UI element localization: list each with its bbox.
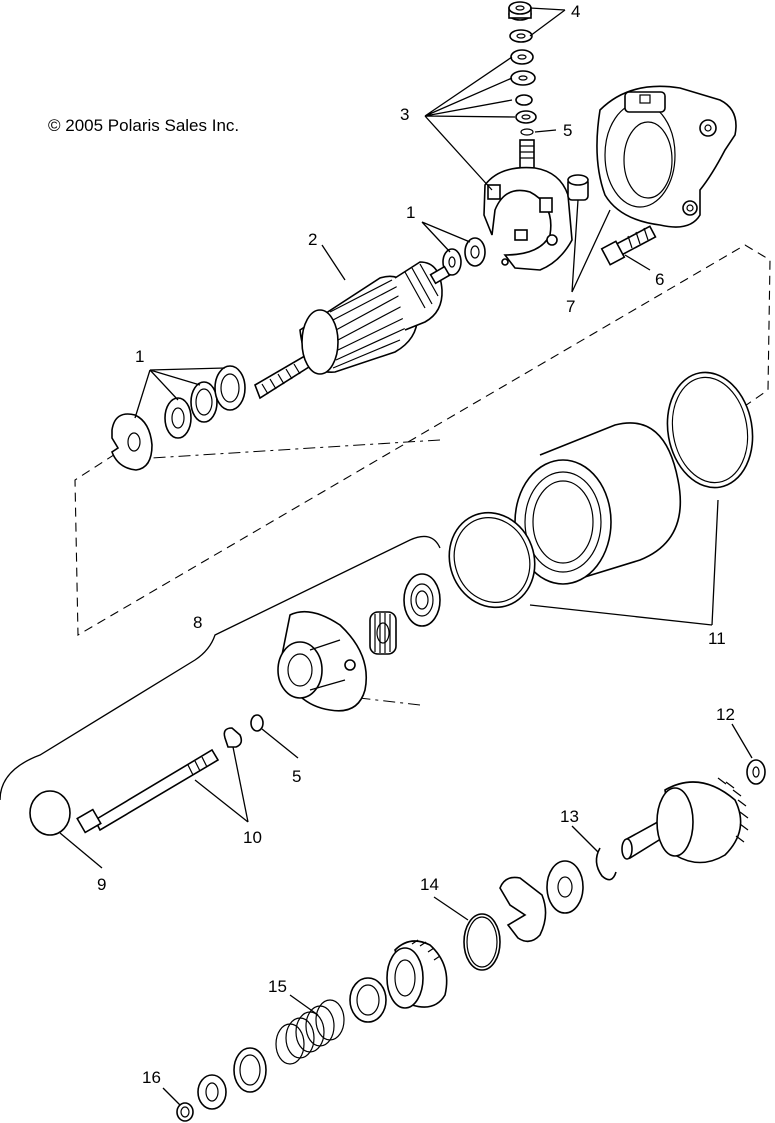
bearing [403, 573, 441, 627]
callout-5-mid: 5 [292, 767, 301, 786]
callout-7: 7 [566, 297, 575, 316]
small-snap-ring [176, 1102, 194, 1122]
callout-10: 10 [243, 828, 262, 847]
callout-14: 14 [420, 875, 439, 894]
bushing [567, 174, 589, 201]
callout-11: 11 [708, 629, 726, 648]
terminal-stud [519, 139, 535, 169]
drive-end-housing [277, 610, 367, 712]
snap-ring [595, 847, 617, 881]
snap-washer [746, 759, 766, 785]
wire-ring [463, 913, 501, 971]
armature [254, 261, 451, 400]
copyright-text: © 2005 Polaris Sales Inc. [48, 116, 239, 135]
callout-12: 12 [716, 705, 735, 724]
small-o-ring [250, 714, 264, 732]
callout-6: 6 [655, 270, 664, 289]
through-bolt [76, 748, 220, 834]
end-housing [596, 85, 737, 228]
callout-labels: 4 3 5 1 2 6 7 1 8 11 12 5 13 10 9 14 15 … [97, 2, 735, 1087]
lock-plate [223, 727, 243, 748]
callout-13: 13 [560, 807, 579, 826]
stop-collar [197, 1074, 227, 1110]
end-housing-bolt [600, 225, 657, 266]
callout-5-top: 5 [563, 121, 572, 140]
callout-3: 3 [400, 105, 409, 124]
callout-2: 2 [308, 230, 317, 249]
thrust-washers-top [442, 237, 486, 276]
callout-4: 4 [571, 2, 580, 21]
sleeve [349, 977, 387, 1023]
callout-8: 8 [193, 613, 202, 632]
o-rings [448, 371, 754, 609]
retaining-ring [29, 790, 71, 836]
thrust-washers-left [111, 365, 246, 471]
needle-bearing [369, 611, 397, 655]
pinion-shaft [621, 777, 749, 864]
callout-9: 9 [97, 875, 106, 894]
callout-1-left: 1 [135, 347, 144, 366]
callout-1-top: 1 [406, 203, 415, 222]
washer-large [546, 860, 584, 914]
field-housing [514, 422, 682, 585]
spring-retainer [233, 1047, 267, 1093]
return-spring [275, 999, 345, 1065]
split-collar [499, 876, 547, 943]
callout-16: 16 [142, 1068, 161, 1087]
brush-plate [483, 166, 573, 271]
callout-15: 15 [268, 977, 287, 996]
leader-lines [0, 7, 753, 1106]
overrunning-clutch [386, 939, 448, 1009]
nut-washer-stack [508, 1, 537, 136]
